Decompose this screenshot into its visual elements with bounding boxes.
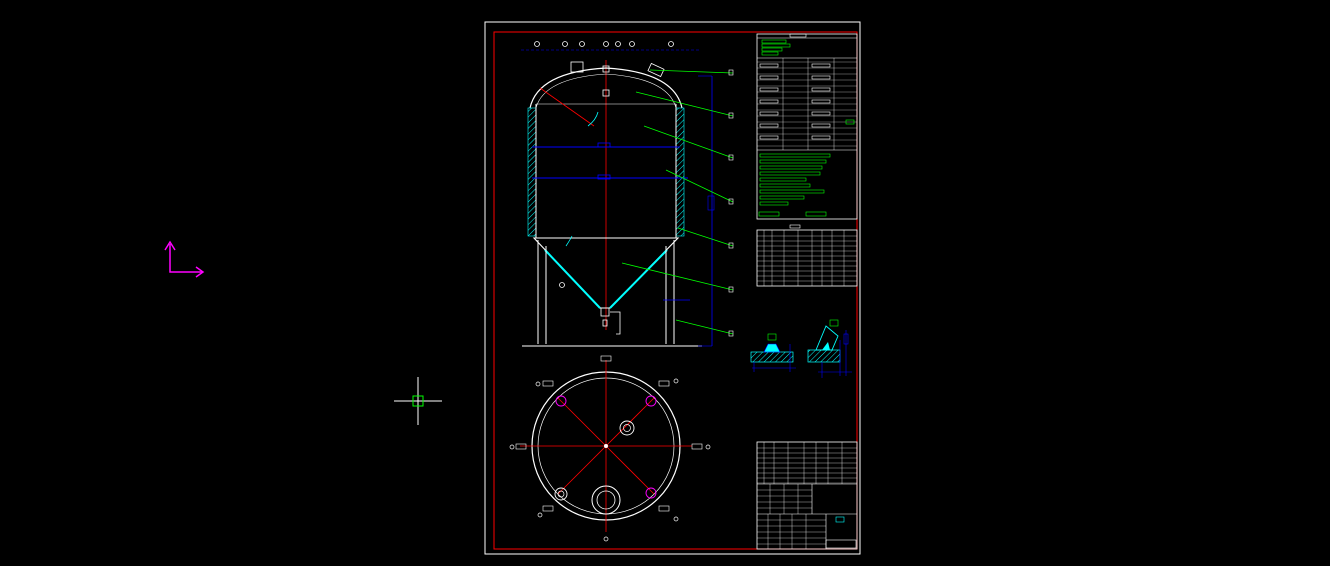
technical-requirements-table[interactable] xyxy=(756,33,858,220)
nozzle-schedule-table[interactable] xyxy=(756,224,858,287)
title-block[interactable] xyxy=(756,441,858,550)
ucs-axis-icon xyxy=(164,240,205,278)
sheet-inner-border xyxy=(493,31,858,550)
tank-plan-view[interactable] xyxy=(509,355,711,542)
tank-elevation-view[interactable] xyxy=(521,41,734,347)
sheet-outer-border xyxy=(484,21,861,555)
crosshair-cursor-icon xyxy=(394,377,442,425)
nozzle-detail-views[interactable] xyxy=(750,319,852,378)
